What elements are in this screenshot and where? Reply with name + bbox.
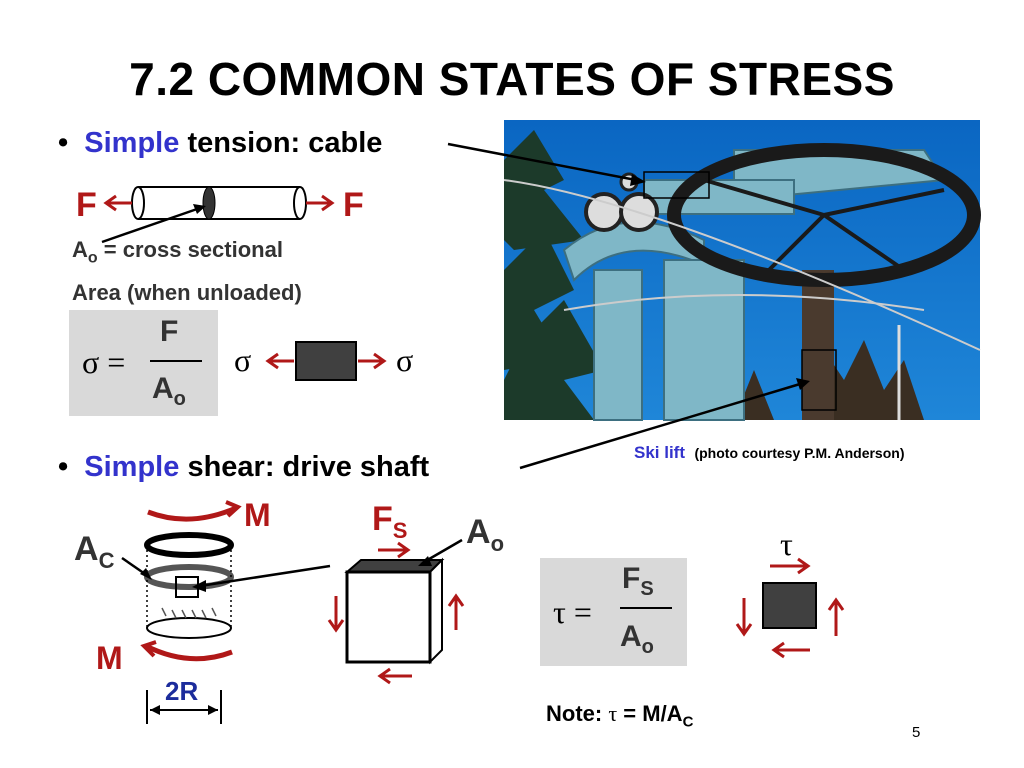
cable-pointer-arrow <box>447 142 646 186</box>
force-label-left: F <box>76 186 97 224</box>
photo-caption: Ski lift (photo courtesy P.M. Anderson) <box>634 443 904 463</box>
photo-caption-credit: (photo courtesy P.M. Anderson) <box>694 445 905 461</box>
fs-arrow-right <box>447 593 465 630</box>
area-symbol: A <box>72 237 88 262</box>
bullet-dot: • <box>58 127 85 159</box>
bullet-tension: • Simple tension: cable <box>58 127 382 160</box>
bullet-tension-prefix: Simple <box>84 127 180 159</box>
fs-subscript: S <box>392 517 408 543</box>
shear-element-square <box>762 582 817 629</box>
tau-label: τ <box>780 526 793 562</box>
ac-pointer-arrow <box>121 556 152 580</box>
sigma-right-label: σ <box>396 342 414 378</box>
tension-formula-box <box>69 310 218 416</box>
ao-pointer-arrow <box>418 538 463 566</box>
bullet-shear-prefix: Simple <box>84 451 180 483</box>
tension-fraction-bar <box>150 360 202 362</box>
page-number: 5 <box>912 724 921 741</box>
moment-arrow-top <box>147 500 242 522</box>
tension-formula-lhs: σ = <box>82 344 126 380</box>
force-arrow-right <box>306 194 335 212</box>
photo-caption-main: Ski lift <box>634 443 686 462</box>
tau-arrow-top <box>770 557 811 575</box>
shear-formula-numerator: FS <box>622 562 654 601</box>
shaft-pointer-arrow <box>519 378 810 470</box>
sigma-left-label: σ <box>234 342 252 378</box>
fs-arrow-top <box>378 541 411 559</box>
area-subscript: o <box>87 249 98 267</box>
ac-subscript: C <box>98 547 115 573</box>
shear-den-sub: o <box>641 636 654 658</box>
sigma-arrow-right <box>358 352 387 370</box>
shear-num-symbol: F <box>622 562 641 595</box>
stress-element-square <box>295 341 357 381</box>
ac-symbol: A <box>74 530 99 568</box>
force-label-right: F <box>343 186 364 224</box>
shear-formula-box <box>540 558 687 666</box>
moment-label-top: M <box>244 497 271 533</box>
cross-section-pointer <box>101 204 206 244</box>
shear-num-sub: S <box>640 578 654 600</box>
ao-subscript: o <box>490 530 505 556</box>
shear-formula-denominator: Ao <box>620 620 654 659</box>
fs-arrow-bottom <box>377 667 412 685</box>
ac-label: AC <box>74 530 114 574</box>
shear-formula-lhs: τ = <box>553 594 592 630</box>
shear-cube <box>344 557 445 665</box>
tension-formula-denominator: Ao <box>152 372 186 411</box>
tension-den-symbol: A <box>152 372 174 405</box>
ao-symbol: A <box>466 513 491 551</box>
area-definition-line1: Ao = cross sectional <box>72 237 283 267</box>
shear-note: Note: τ = M/AC <box>546 701 693 730</box>
tension-den-sub: o <box>173 388 186 410</box>
sigma-arrow-left <box>265 352 294 370</box>
fs-symbol: F <box>372 500 393 538</box>
tension-formula-numerator: F <box>160 315 179 348</box>
bullet-shear: • Simple shear: drive shaft <box>58 451 429 484</box>
tau-arrow-bottom <box>771 641 810 659</box>
diameter-label: 2R <box>165 676 199 706</box>
shaft-to-cube-arrow <box>192 564 331 592</box>
area-definition-text: = cross sectional <box>97 237 283 262</box>
shear-den-symbol: A <box>620 620 642 653</box>
fs-arrow-left <box>327 596 345 633</box>
diameter-dimension <box>146 690 222 724</box>
shear-fraction-bar <box>620 607 672 609</box>
bullet-tension-text: tension: cable <box>187 127 383 159</box>
note-subscript: C <box>682 713 694 731</box>
moment-label-bottom: M <box>96 640 123 676</box>
bullet-shear-text: shear: drive shaft <box>187 451 430 483</box>
ao-label: Ao <box>466 513 504 557</box>
note-tau: τ <box>608 701 618 726</box>
tau-arrow-right <box>827 597 845 636</box>
area-definition-line2: Area (when unloaded) <box>72 280 302 305</box>
note-prefix: Note: <box>546 701 609 726</box>
bullet-dot: • <box>58 451 85 483</box>
note-formula: = M/A <box>617 701 683 726</box>
force-arrow-left <box>103 194 132 212</box>
fs-label: FS <box>372 500 407 544</box>
slide-title: 7.2 COMMON STATES OF STRESS <box>129 53 895 105</box>
tau-arrow-left <box>735 598 753 637</box>
moment-arrow-bottom <box>140 640 233 662</box>
